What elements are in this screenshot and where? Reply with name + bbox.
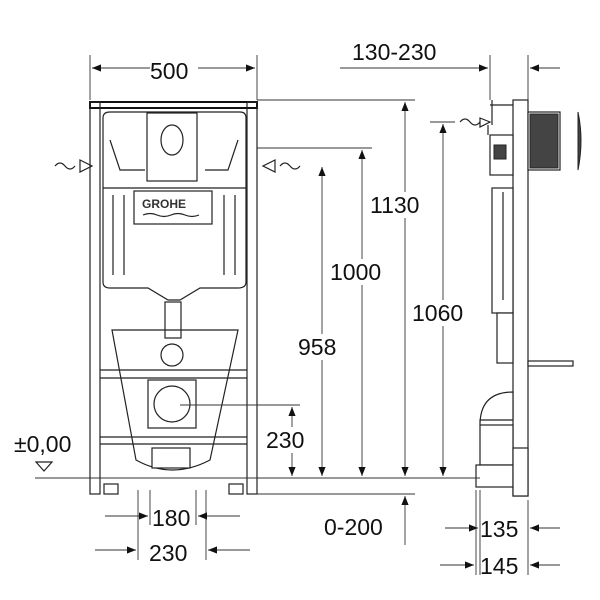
- dim-width-180: 180: [152, 505, 190, 531]
- dim-wall-distance: 130-230: [352, 39, 436, 65]
- dimension-lines: [34, 55, 560, 575]
- dim-height-958: 958: [298, 334, 336, 360]
- water-inlet-right-icon: [261, 159, 301, 173]
- side-view: [459, 99, 582, 497]
- floor-level-label: ±0,00: [14, 431, 71, 457]
- dim-width-230: 230: [149, 540, 187, 566]
- water-inlet-left-icon: [54, 159, 94, 173]
- brand-logo: GROHE: [142, 197, 186, 211]
- dim-height-1000: 1000: [330, 259, 381, 285]
- dim-depth-145: 145: [480, 553, 518, 579]
- dim-depth-135: 135: [480, 516, 518, 542]
- front-view-frame: [89, 101, 258, 495]
- dim-height-1130: 1130: [370, 192, 419, 218]
- bowl-outline: [111, 329, 239, 471]
- dim-height-230: 230: [266, 427, 304, 453]
- dim-height-1060: 1060: [412, 300, 463, 326]
- cistern: GROHE: [102, 111, 247, 367]
- dim-floor-offset: 0-200: [324, 514, 383, 540]
- dim-frame-width: 500: [150, 58, 188, 84]
